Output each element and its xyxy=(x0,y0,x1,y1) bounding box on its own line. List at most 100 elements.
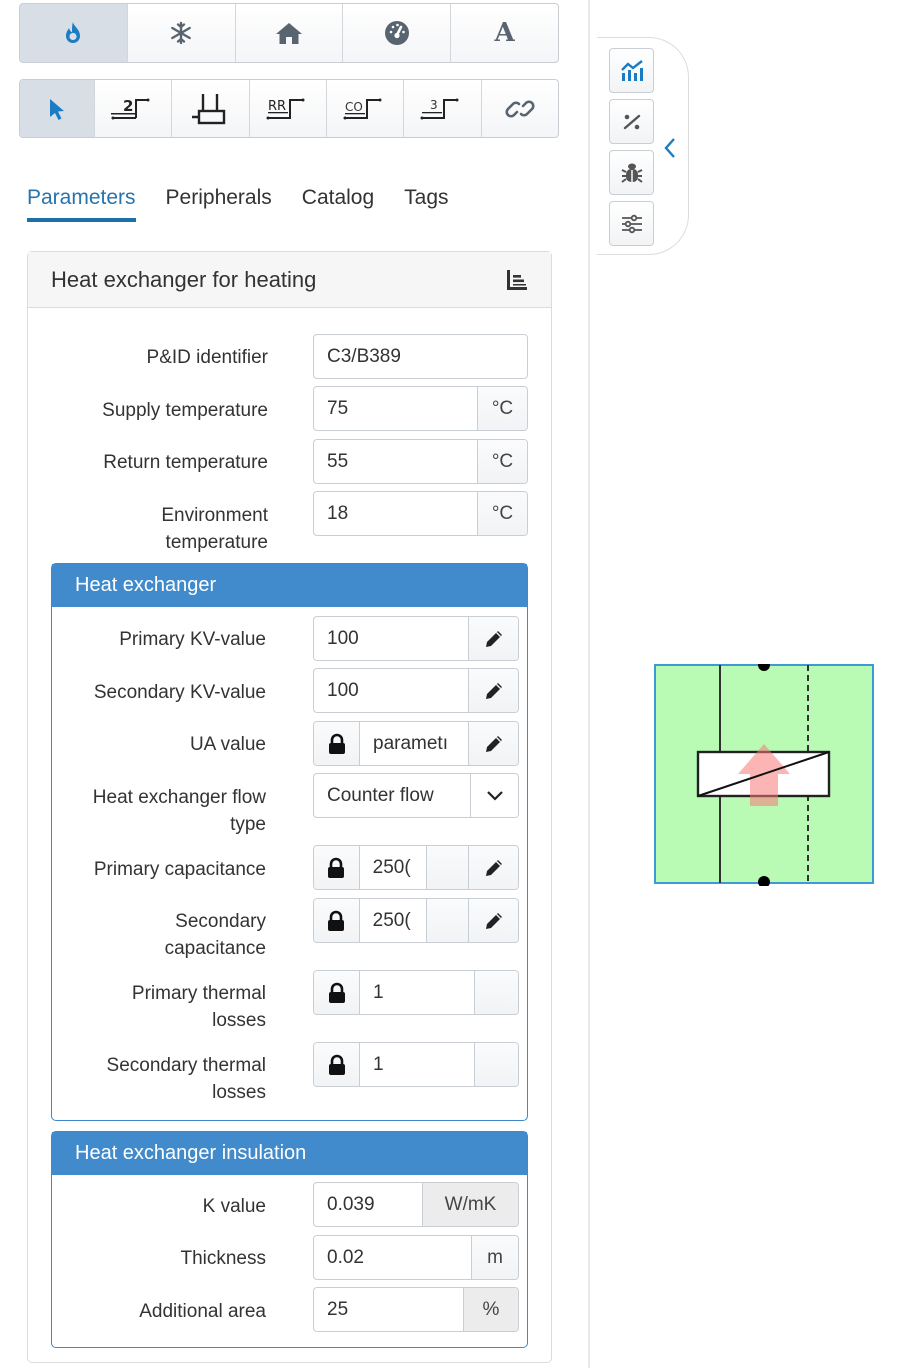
secondary-thermal-losses-input[interactable]: 1 xyxy=(313,1042,519,1087)
radiator-icon xyxy=(192,93,226,124)
chart-button[interactable] xyxy=(609,48,654,93)
select-tool-button[interactable] xyxy=(20,80,95,137)
debug-button[interactable] xyxy=(609,150,654,195)
k-value-input[interactable]: 0.039 W/mK xyxy=(313,1182,519,1227)
pipe-co-icon: CO xyxy=(343,98,382,119)
radiator-tool-button[interactable] xyxy=(172,80,250,137)
heat-exchanger-header[interactable]: Heat exchanger xyxy=(52,564,527,607)
bottom-port[interactable] xyxy=(758,876,770,886)
percent-button[interactable] xyxy=(609,99,654,144)
pid-input[interactable]: C3/B389 xyxy=(313,334,528,379)
primary-capacitance-input[interactable]: 250( xyxy=(313,845,519,890)
pencil-icon xyxy=(485,682,502,699)
pid-label: P&ID identifier xyxy=(146,347,268,368)
top-port[interactable] xyxy=(758,664,770,671)
pipe-co-tool-button[interactable]: CO xyxy=(327,80,405,137)
tool-toolbar: 2 RR CO 3 xyxy=(19,79,559,138)
percent-icon xyxy=(623,114,640,129)
additional-area-input[interactable]: 25 % xyxy=(313,1287,519,1332)
settings-button[interactable] xyxy=(609,201,654,246)
primary-capacitance-unit xyxy=(425,846,469,889)
text-domain-button[interactable]: A xyxy=(451,4,558,62)
pid-value: C3/B389 xyxy=(327,345,401,367)
tab-tags[interactable]: Tags xyxy=(404,186,449,209)
pipe-3-tool-button[interactable]: 3 xyxy=(404,80,482,137)
svg-text:3: 3 xyxy=(430,98,438,112)
primary-capacitance-edit-button[interactable] xyxy=(468,846,518,889)
insulation-section: Heat exchanger insulation xyxy=(51,1131,528,1348)
lock-icon xyxy=(328,733,345,754)
chart-list-icon[interactable] xyxy=(506,269,528,291)
building-domain-button[interactable] xyxy=(236,4,344,62)
pipe-2-tool-button[interactable]: 2 xyxy=(95,80,173,137)
insulation-header[interactable]: Heat exchanger insulation xyxy=(52,1132,527,1175)
thickness-label: Thickness xyxy=(180,1248,266,1269)
secondary-capacitance-lock-button[interactable] xyxy=(314,899,360,942)
primary-losses-unit xyxy=(474,971,518,1014)
celsius-unit: °C xyxy=(477,492,527,535)
additional-area-label: Additional area xyxy=(139,1301,266,1322)
lock-icon xyxy=(328,982,345,1003)
thickness-input[interactable]: 0.02 m xyxy=(313,1235,519,1280)
panel-tabs: Parameters Peripherals Catalog Tags xyxy=(27,186,449,222)
additional-area-unit: % xyxy=(463,1288,518,1331)
secondary-losses-unit xyxy=(474,1043,518,1086)
flow-type-label: Heat exchanger flow type xyxy=(92,787,266,835)
supply-temp-input[interactable]: 75 °C xyxy=(313,386,528,431)
celsius-unit: °C xyxy=(477,440,527,483)
secondary-kv-edit-button[interactable] xyxy=(468,669,518,712)
metering-domain-button[interactable] xyxy=(343,4,452,62)
secondary-losses-lock-button[interactable] xyxy=(314,1043,360,1086)
pencil-icon xyxy=(485,912,502,929)
heat-exchanger-section: Heat exchanger xyxy=(51,563,528,1121)
tab-peripherals[interactable]: Peripherals xyxy=(165,186,272,209)
thickness-unit: m xyxy=(471,1236,518,1279)
environment-temp-input[interactable]: 18 °C xyxy=(313,491,528,536)
primary-kv-input[interactable]: 100 xyxy=(313,616,519,661)
snowflake-icon xyxy=(171,21,192,45)
pointer-icon xyxy=(50,98,64,120)
primary-capacitance-label: Primary capacitance xyxy=(93,859,266,880)
primary-thermal-losses-label: Primary thermal losses xyxy=(131,983,266,1031)
ua-lock-button[interactable] xyxy=(314,722,360,765)
secondary-capacitance-input[interactable]: 250( xyxy=(313,898,519,943)
pipe-2-icon: 2 xyxy=(111,97,150,119)
tab-catalog[interactable]: Catalog xyxy=(301,186,375,209)
celsius-unit: °C xyxy=(477,387,527,430)
secondary-thermal-losses-label: Secondary thermal losses xyxy=(106,1055,266,1103)
k-value-label: K value xyxy=(202,1196,266,1217)
link-tool-button[interactable] xyxy=(482,80,558,137)
heating-domain-button[interactable] xyxy=(20,4,128,62)
heat-exchanger-symbol[interactable] xyxy=(654,664,876,886)
chart-icon xyxy=(620,59,643,81)
ua-edit-button[interactable] xyxy=(468,722,518,765)
primary-capacitance-lock-button[interactable] xyxy=(314,846,360,889)
return-temp-value: 55 xyxy=(327,450,349,472)
sliders-icon xyxy=(621,214,642,233)
pipe-rr-tool-button[interactable]: RR xyxy=(250,80,327,137)
secondary-capacitance-edit-button[interactable] xyxy=(468,899,518,942)
secondary-kv-input[interactable]: 100 xyxy=(313,668,519,713)
flame-icon xyxy=(66,22,81,43)
link-icon xyxy=(505,99,535,118)
supply-temp-value: 75 xyxy=(327,397,349,419)
lock-icon xyxy=(328,1054,345,1075)
gauge-icon xyxy=(384,21,409,45)
chevron-down-icon xyxy=(486,790,503,801)
primary-kv-edit-button[interactable] xyxy=(468,617,518,660)
cooling-domain-button[interactable] xyxy=(128,4,236,62)
secondary-kv-label: Secondary KV-value xyxy=(93,682,266,703)
return-temp-input[interactable]: 55 °C xyxy=(313,439,528,484)
tab-parameters[interactable]: Parameters xyxy=(27,186,136,222)
flow-type-select[interactable]: Counter flow xyxy=(313,773,519,818)
environment-temp-value: 18 xyxy=(327,502,349,524)
ua-value-input[interactable]: parametı xyxy=(313,721,519,766)
secondary-capacitance-label: Secondary capacitance xyxy=(164,911,266,959)
pipe-rr-icon: RR xyxy=(266,98,305,119)
supply-temp-label: Supply temperature xyxy=(102,400,268,421)
primary-losses-lock-button[interactable] xyxy=(314,971,360,1014)
flow-type-dropdown-toggle[interactable] xyxy=(470,774,518,817)
primary-thermal-losses-input[interactable]: 1 xyxy=(313,970,519,1015)
chevron-left-icon[interactable] xyxy=(663,136,677,160)
lock-icon xyxy=(328,857,345,878)
